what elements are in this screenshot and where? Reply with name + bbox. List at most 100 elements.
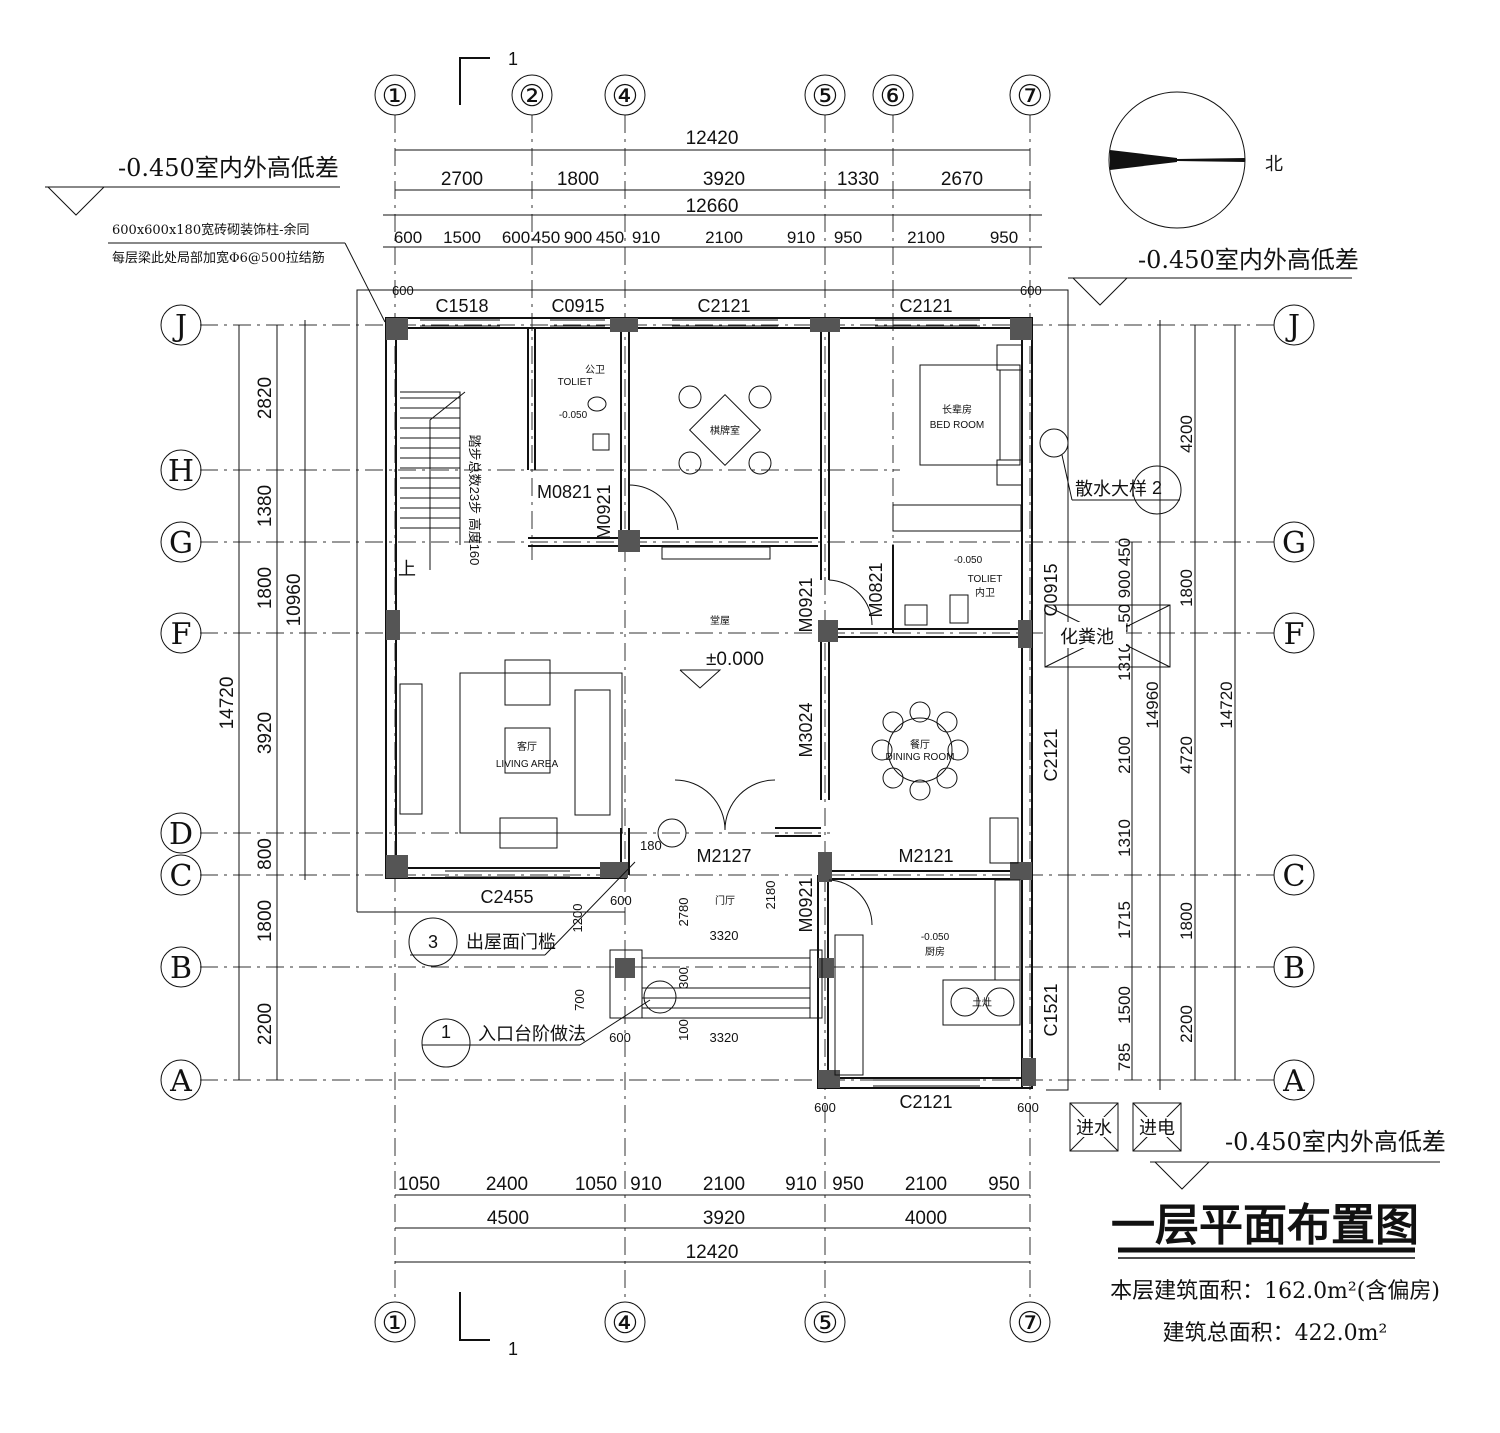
level-center: ±0.000 bbox=[706, 649, 764, 670]
dim-text: 2200 bbox=[255, 1003, 276, 1045]
dim-text: 14960 bbox=[1143, 681, 1162, 728]
page-title: 一层平面布置图 bbox=[1111, 1200, 1419, 1251]
dim-text: 2700 bbox=[441, 169, 483, 190]
door-label: M2121 bbox=[898, 846, 953, 866]
axis-label: B bbox=[1283, 951, 1305, 986]
room-kitchen: 厨房 -0.050 土灶 bbox=[834, 879, 1021, 1076]
room-inner-wc: TOLIET 内卫 -0.050 bbox=[904, 555, 1003, 626]
door-label: M0821 bbox=[537, 482, 592, 502]
dim-text: 3920 bbox=[703, 1208, 745, 1229]
dim-text: 3920 bbox=[255, 712, 276, 754]
dim-text: 2100 bbox=[703, 1174, 745, 1195]
window-label: C2121 bbox=[899, 1092, 952, 1112]
dim-text: 2100 bbox=[705, 228, 743, 247]
right-dimensions: 450 900 450 1310 2100 1310 1715 1500 785… bbox=[1115, 320, 1236, 1090]
dim-text: 1800 bbox=[255, 900, 276, 942]
dim-text: 1800 bbox=[255, 567, 276, 609]
section-mark-bottom: 1 bbox=[459, 1292, 518, 1359]
dim-text: 2100 bbox=[1115, 736, 1134, 774]
window-label: C1518 bbox=[435, 296, 488, 316]
room-public-wc: 公卫 TOLIET -0.050 bbox=[558, 365, 610, 451]
axis-label: C bbox=[170, 859, 193, 894]
dim-text: 12660 bbox=[686, 196, 739, 217]
room-hall: 堂屋 ±0.000 bbox=[661, 546, 771, 689]
dim-text: 12420 bbox=[686, 1242, 739, 1263]
axis-label: ⑥ bbox=[880, 79, 907, 114]
axis-bubbles-right: J G F C B A bbox=[1273, 304, 1315, 1101]
dim-text: 1200 bbox=[570, 904, 585, 933]
room-label: 公卫 bbox=[585, 365, 605, 376]
dim-text: 2200 bbox=[1177, 1005, 1196, 1043]
axis-bubbles-left: J H G F D C B A bbox=[160, 304, 202, 1101]
dim-text: 14720 bbox=[1217, 681, 1236, 728]
door-label: M0921 bbox=[594, 484, 614, 539]
dim-text: 1310 bbox=[1115, 819, 1134, 857]
dim-text: 4720 bbox=[1177, 736, 1196, 774]
utility-boxes: 进水 进电 bbox=[1069, 1102, 1182, 1152]
dim-text: 950 bbox=[834, 228, 862, 247]
dim-text: 600 bbox=[814, 1100, 836, 1115]
callout-text: 入口台阶做法 bbox=[478, 1024, 586, 1045]
grid-lines-vertical bbox=[394, 115, 1031, 1300]
dim-text: 1800 bbox=[557, 169, 599, 190]
callout-text: 散水大样 bbox=[1075, 479, 1147, 500]
left-dimensions: 2820 1380 1800 3920 800 1800 2200 10960 … bbox=[217, 320, 306, 1080]
callout-number: 3 bbox=[428, 932, 438, 952]
window-label: C2455 bbox=[480, 887, 533, 907]
room-label-en: TOLIET bbox=[968, 574, 1003, 585]
dim-text: 2780 bbox=[676, 898, 691, 927]
dim-text: 785 bbox=[1115, 1043, 1134, 1071]
dim-text: 4200 bbox=[1177, 415, 1196, 453]
septic-label: 化粪池 bbox=[1060, 627, 1114, 648]
door-label: M3024 bbox=[796, 702, 816, 757]
dim-text: 950 bbox=[990, 228, 1018, 247]
section-number: 1 bbox=[508, 49, 518, 69]
window-labels: C1518 C0915 C2121 C2121 C2455 C2121 C091… bbox=[420, 296, 1061, 1112]
room-foyer: 门厅 bbox=[657, 818, 735, 907]
dim-text: 910 bbox=[630, 1174, 662, 1195]
axis-label: J bbox=[172, 309, 187, 344]
bottom-dimensions: 1050 2400 1050 910 2100 910 950 2100 950… bbox=[395, 1174, 1030, 1263]
axis-label: ④ bbox=[612, 79, 639, 114]
room-label: 厨房 bbox=[925, 945, 945, 958]
room-label: 堂屋 bbox=[710, 615, 730, 627]
level-mark: -0.050 bbox=[954, 555, 983, 566]
axis-label: ① bbox=[382, 1306, 409, 1341]
dim-text: 600 bbox=[609, 1030, 631, 1045]
dim-text: 180 bbox=[640, 838, 662, 853]
column-note-line: 每层梁此处局部加宽Φ6@500拉结筋 bbox=[112, 250, 325, 266]
detail-callout-threshold: 3 出屋面门槛 bbox=[408, 861, 636, 967]
dim-text: 910 bbox=[632, 228, 660, 247]
callout-number: 1 bbox=[441, 1022, 451, 1042]
grid-lines-horizontal bbox=[200, 324, 1275, 1081]
level-mark: -0.050 bbox=[559, 410, 588, 421]
window-label: C2121 bbox=[1041, 728, 1061, 781]
total-area-note: 建筑总面积：422.0m² bbox=[1163, 1321, 1388, 1346]
axis-label: F bbox=[1284, 617, 1305, 652]
axis-label: B bbox=[170, 951, 192, 986]
floor-area-note: 本层建筑面积：162.0m²(含偏房) bbox=[1110, 1279, 1440, 1304]
dim-text: 2180 bbox=[763, 881, 778, 910]
section-number: 1 bbox=[508, 1339, 518, 1359]
room-living: 客厅 LIVING AREA bbox=[399, 659, 623, 849]
dim-text: 2100 bbox=[907, 228, 945, 247]
section-mark-top: 1 bbox=[459, 49, 518, 105]
dim-text: 3920 bbox=[703, 169, 745, 190]
level-note-bottom-right: -0.450室内外高低差 bbox=[1150, 1128, 1446, 1190]
dim-text: 1310 bbox=[1115, 643, 1134, 681]
level-note-text: -0.450室内外高低差 bbox=[1225, 1128, 1446, 1156]
dim-text: 900 bbox=[1115, 570, 1134, 598]
axis-label: ④ bbox=[612, 1306, 639, 1341]
room-label-en: DINING ROOM bbox=[886, 752, 955, 763]
axis-label: ⑤ bbox=[812, 1306, 839, 1341]
room-label: 餐厅 bbox=[910, 738, 930, 751]
room-mahjong: 棋牌室 bbox=[678, 385, 772, 475]
room-label: 棋牌室 bbox=[710, 424, 740, 437]
level-note-text: -0.450室内外高低差 bbox=[118, 154, 339, 182]
dim-text: 4000 bbox=[905, 1208, 947, 1229]
room-label-en: TOLIET bbox=[558, 377, 593, 388]
axis-label: ② bbox=[519, 79, 546, 114]
axis-label: ⑦ bbox=[1017, 79, 1044, 114]
room-bedroom: 长辈房 BED ROOM bbox=[892, 344, 1023, 532]
dim-text: 600 bbox=[610, 893, 632, 908]
